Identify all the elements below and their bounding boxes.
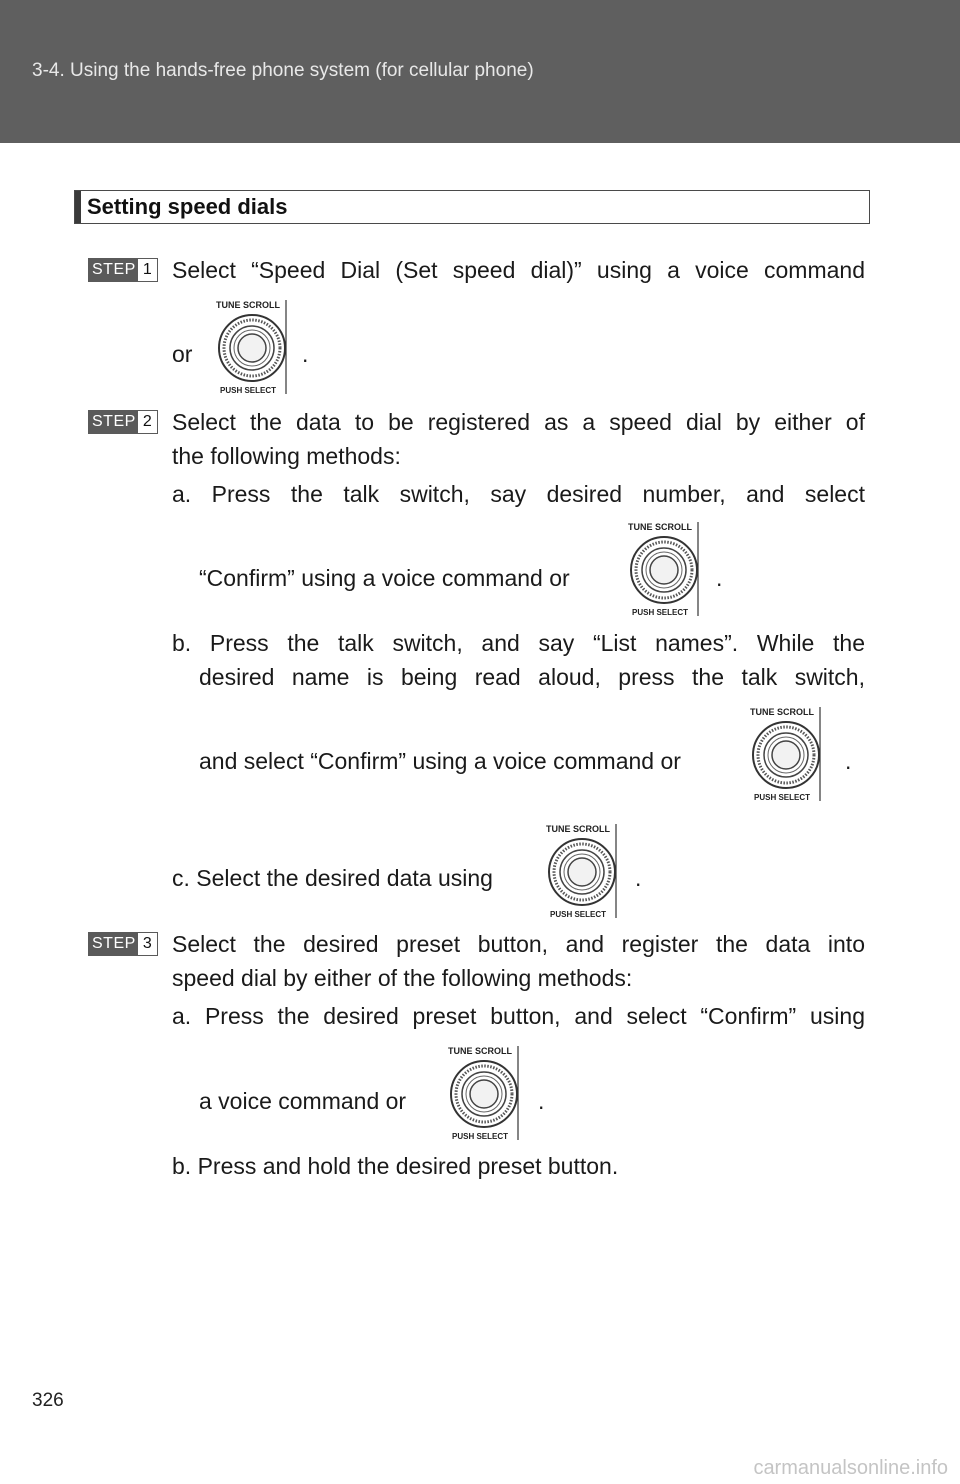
step-2-a-line-2-after: . bbox=[716, 565, 723, 591]
tune-scroll-knob-icon: TUNE SCROLL PUSH SELECT bbox=[442, 1042, 542, 1142]
step-word: STEP bbox=[88, 410, 138, 434]
knob-top-label: TUNE SCROLL bbox=[750, 707, 815, 717]
step-2-b-line-3-after: . bbox=[845, 748, 852, 774]
step-2-line-2: the following methods: bbox=[172, 443, 401, 469]
step-2-b-line-2: desired name is being read aloud, press … bbox=[199, 664, 865, 690]
knob-bottom-label: PUSH SELECT bbox=[632, 608, 688, 617]
step-number: 1 bbox=[137, 258, 158, 282]
section-title-bar bbox=[75, 191, 81, 223]
tune-scroll-knob-icon: TUNE SCROLL PUSH SELECT bbox=[210, 296, 310, 396]
tune-scroll-knob-icon: TUNE SCROLL PUSH SELECT bbox=[622, 518, 722, 618]
step-2-c-line-after: . bbox=[635, 865, 642, 891]
step-number: 2 bbox=[137, 410, 158, 434]
watermark: carmanualsonline.info bbox=[753, 1457, 948, 1479]
knob-top-label: TUNE SCROLL bbox=[216, 300, 281, 310]
knob-bottom-label: PUSH SELECT bbox=[452, 1132, 508, 1141]
section-title: Setting speed dials bbox=[87, 194, 288, 219]
page-number: 326 bbox=[32, 1390, 64, 1411]
knob-bottom-label: PUSH SELECT bbox=[550, 910, 606, 919]
step-number: 3 bbox=[137, 932, 158, 956]
knob-top-label: TUNE SCROLL bbox=[448, 1046, 513, 1056]
tune-scroll-knob-icon: TUNE SCROLL PUSH SELECT bbox=[540, 820, 640, 920]
step-2-b-line-3-before: and select “Confirm” using a voice comma… bbox=[199, 748, 681, 774]
step-2-a-line-1: a. Press the talk switch, say desired nu… bbox=[172, 481, 865, 507]
step-1-line-2-after: . bbox=[302, 341, 309, 367]
step-3-line-1: Select the desired preset button, and re… bbox=[172, 931, 865, 957]
step-2-b-line-1: b. Press the talk switch, and say “List … bbox=[172, 630, 865, 656]
knob-top-label: TUNE SCROLL bbox=[546, 824, 611, 834]
step-word: STEP bbox=[88, 932, 138, 956]
tune-scroll-knob-icon: TUNE SCROLL PUSH SELECT bbox=[744, 703, 844, 803]
step-3-a-line-2-after: . bbox=[538, 1088, 545, 1114]
step-2-line-1: Select the data to be registered as a sp… bbox=[172, 409, 865, 435]
step-3-line-2: speed dial by either of the following me… bbox=[172, 965, 633, 991]
header-section-title: 3-4. Using the hands-free phone system (… bbox=[32, 60, 534, 81]
step-3-a-line-1: a. Press the desired preset button, and … bbox=[172, 1003, 865, 1029]
knob-bottom-label: PUSH SELECT bbox=[754, 793, 810, 802]
step-1-line-1: Select “Speed Dial (Set speed dial)” usi… bbox=[172, 257, 865, 283]
step-2-a-line-2-before: “Confirm” using a voice command or bbox=[199, 565, 570, 591]
knob-bottom-label: PUSH SELECT bbox=[220, 386, 276, 395]
page-header: 3-4. Using the hands-free phone system (… bbox=[0, 0, 960, 143]
step-2-c-line-before: c. Select the desired data using bbox=[172, 865, 493, 891]
step-3-a-line-2-before: a voice command or bbox=[199, 1088, 407, 1114]
knob-top-label: TUNE SCROLL bbox=[628, 522, 693, 532]
step-3-b-line: b. Press and hold the desired preset but… bbox=[172, 1153, 619, 1179]
step-word: STEP bbox=[88, 258, 138, 282]
step-1-line-2-before: or bbox=[172, 341, 193, 367]
section-title-box: Setting speed dials bbox=[74, 190, 870, 224]
